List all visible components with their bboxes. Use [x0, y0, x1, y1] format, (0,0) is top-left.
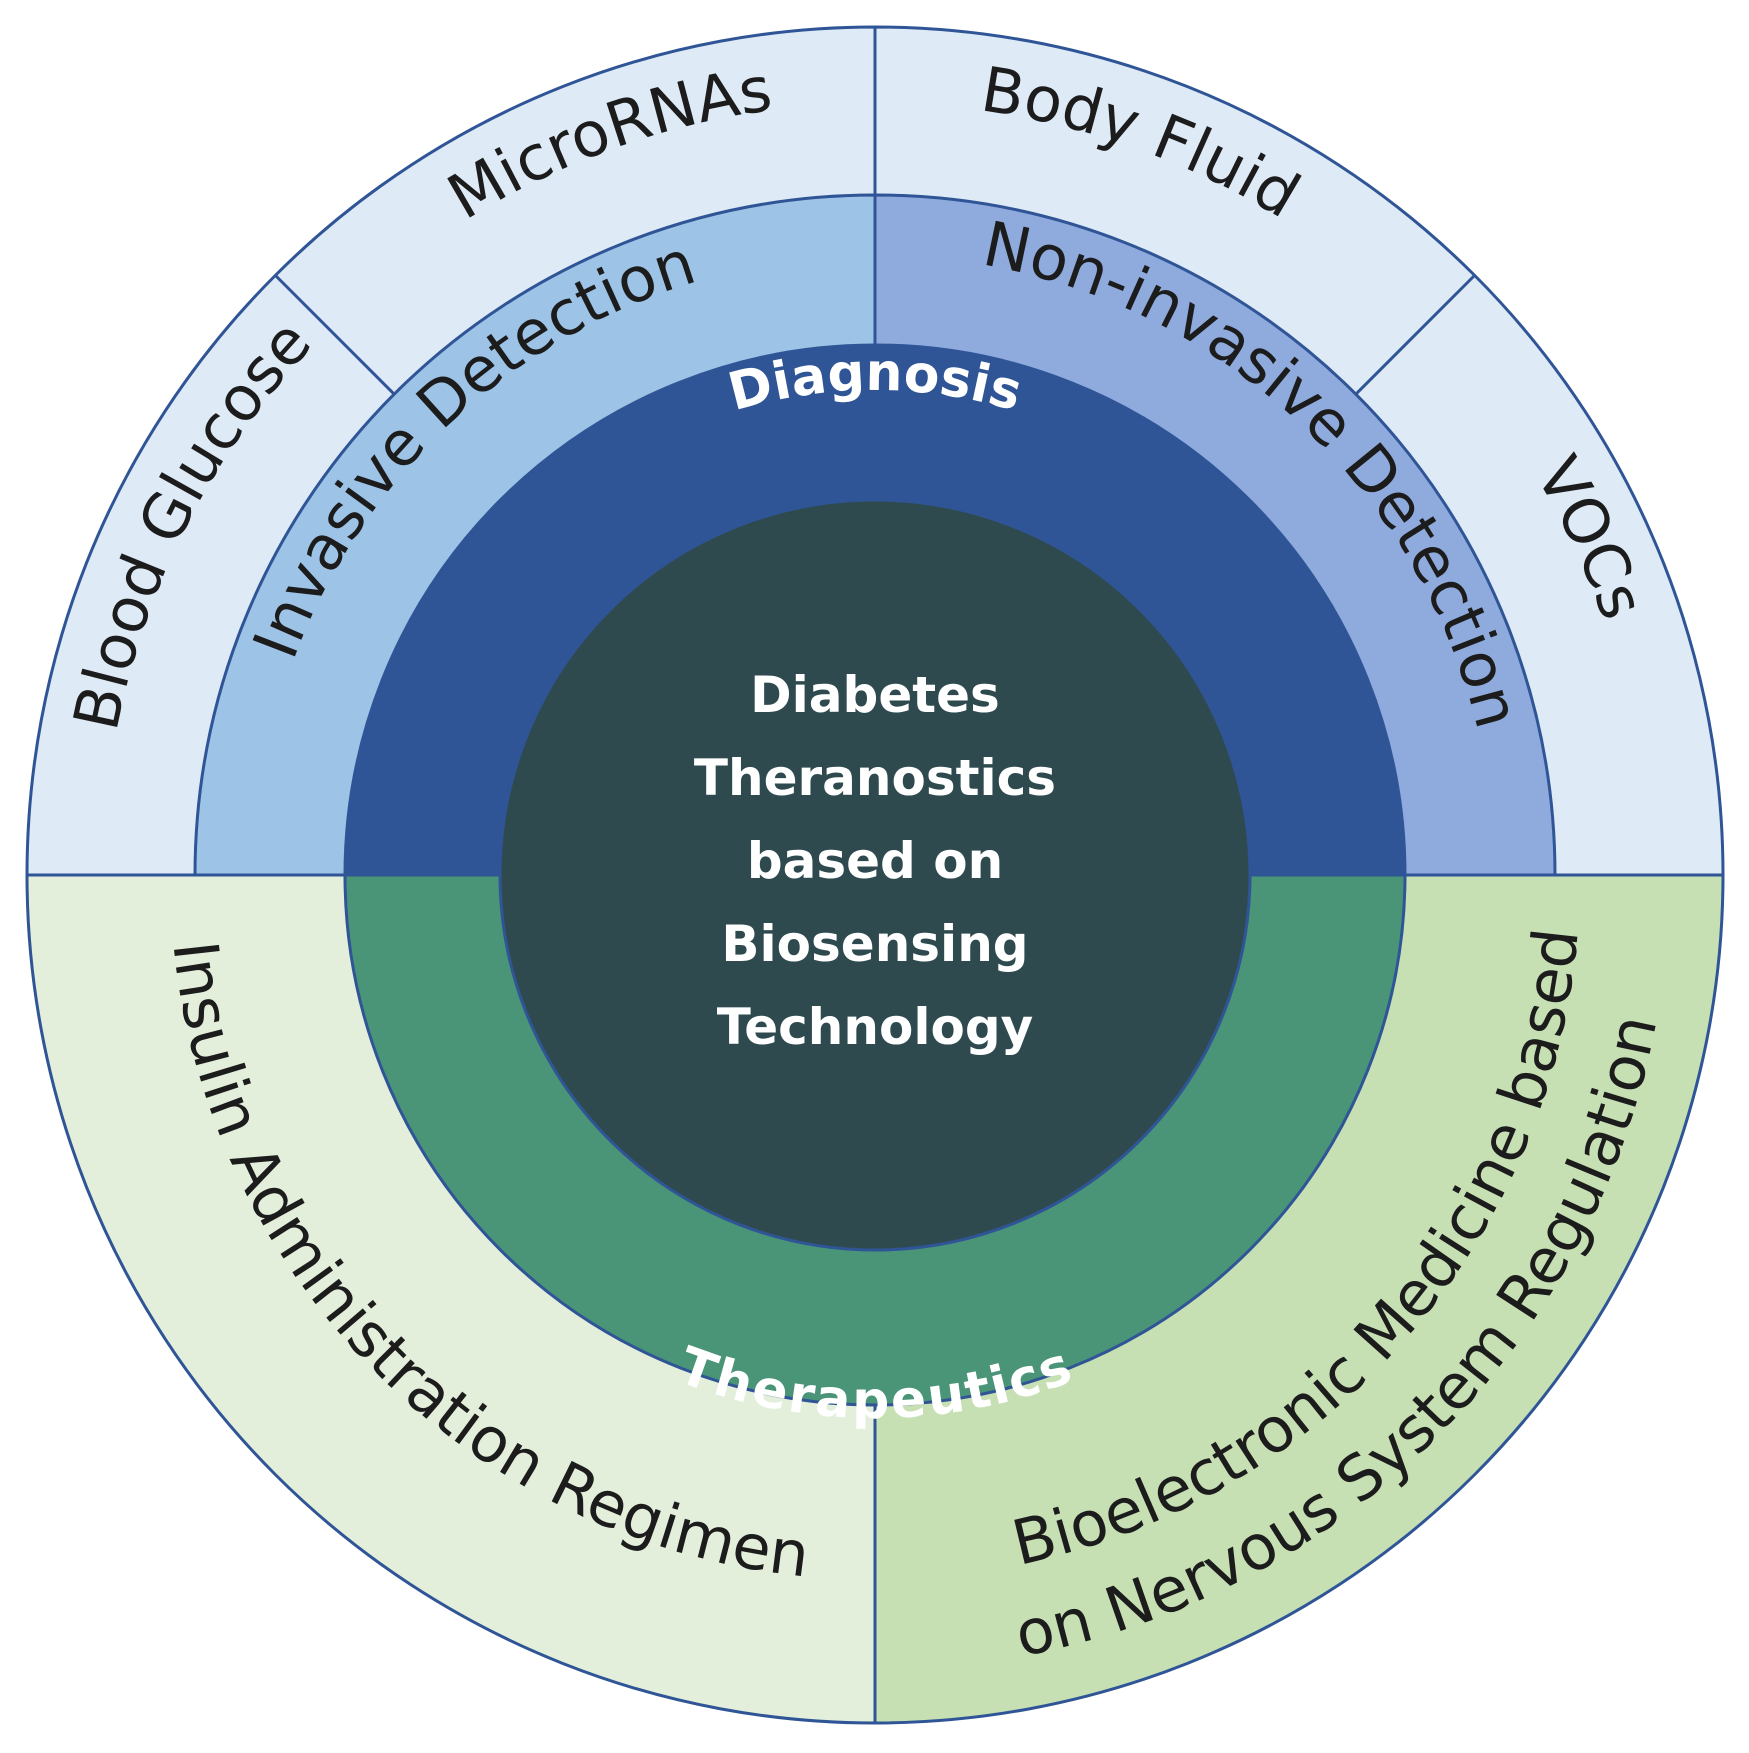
center-circle: [498, 498, 1252, 1252]
center-line-2: Theranostics: [694, 749, 1056, 807]
center-line-1: Diabetes: [750, 666, 1000, 724]
center-line-5: Technology: [717, 998, 1033, 1056]
center-title: Diabetes Theranostics based on Biosensin…: [694, 666, 1056, 1056]
center-line-4: Biosensing: [721, 915, 1028, 973]
center-line-3: based on: [747, 832, 1003, 890]
